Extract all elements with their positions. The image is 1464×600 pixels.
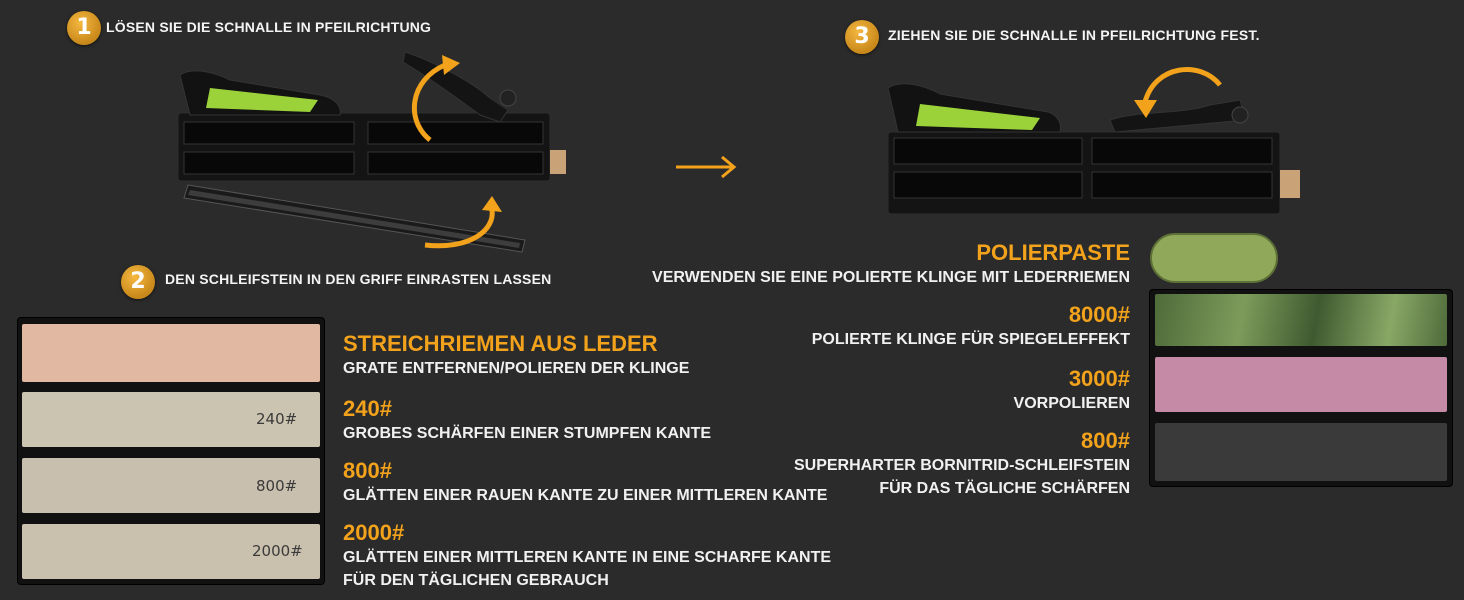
grit-800-cbn-desc-2: FÜR DAS TÄGLICHE SCHÄRFEN: [879, 480, 1130, 497]
leather-strop-title: STREICHRIEMEN AUS LEDER: [343, 331, 658, 356]
grit-240-block: 240# GROBES SCHÄRFEN EINER STUMPFEN KANT…: [343, 396, 711, 445]
stone-8000: [1155, 294, 1447, 346]
grit-8000-desc: POLIERTE KLINGE FÜR SPIEGELEFFEKT: [811, 331, 1130, 348]
grit-8000-title: 8000#: [1068, 302, 1130, 327]
grit-8000-block: 8000# POLIERTE KLINGE FÜR SPIEGELEFFEKT: [812, 302, 1130, 351]
stone-800-cbn: [1155, 423, 1447, 481]
polishing-paste-title: POLIERPASTE: [976, 240, 1130, 265]
grit-800-title: 800#: [343, 458, 392, 483]
grit-3000-desc: VORPOLIEREN: [1013, 395, 1130, 412]
stone-240-label: 240#: [256, 410, 298, 428]
polishing-paste-pill: [1150, 233, 1278, 283]
step-2-badge: 2: [121, 265, 155, 299]
stone-800-label: 800#: [256, 477, 298, 495]
grit-800-block: 800# GLÄTTEN EINER RAUEN KANTE ZU EINER …: [343, 458, 827, 507]
grit-800-desc: GLÄTTEN EINER RAUEN KANTE ZU EINER MITTL…: [343, 487, 828, 504]
leather-strop-desc: GRATE ENTFERNEN/POLIEREN DER KLINGE: [343, 360, 690, 377]
grit-800-cbn-desc-1: SUPERHARTER BORNITRID-SCHLEIFSTEIN: [793, 457, 1130, 474]
grit-800-cbn-title: 800#: [1081, 428, 1130, 453]
stone-2000: [22, 524, 320, 579]
grit-2000-block: 2000# GLÄTTEN EINER MITTLEREN KANTE IN E…: [343, 520, 831, 592]
stone-2000-label: 2000#: [252, 542, 303, 560]
grit-3000-block: 3000# VORPOLIEREN: [1014, 366, 1130, 415]
stone-240: [22, 392, 320, 447]
step-3-text: ZIEHEN SIE DIE SCHNALLE IN PFEILRICHTUNG…: [888, 27, 1260, 43]
polishing-paste-desc: VERWENDEN SIE EINE POLIERTE KLINGE MIT L…: [652, 269, 1130, 286]
grit-240-desc: GROBES SCHÄRFEN EINER STUMPFEN KANTE: [343, 425, 712, 442]
grit-2000-title: 2000#: [343, 520, 405, 545]
sharpener-open-illustration: [177, 51, 566, 253]
step-1-badge: 1: [67, 11, 101, 45]
polishing-paste-block: POLIERPASTE VERWENDEN SIE EINE POLIERTE …: [652, 240, 1130, 289]
left-stone-descriptions: STREICHRIEMEN AUS LEDER GRATE ENTFERNEN/…: [343, 331, 689, 380]
next-step-arrow-icon: [676, 155, 737, 179]
step-1-text: LÖSEN SIE DIE SCHNALLE IN PFEILRICHTUNG: [106, 19, 432, 35]
sharpener-closed-illustration: [887, 67, 1300, 215]
step-3-badge: 3: [845, 20, 879, 54]
grit-2000-desc-1: GLÄTTEN EINER MITTLEREN KANTE IN EINE SC…: [343, 549, 832, 566]
stone-800: [22, 458, 320, 513]
step-2-text: DEN SCHLEIFSTEIN IN DEN GRIFF EINRASTEN …: [165, 271, 552, 287]
grit-800-cbn-block: 800# SUPERHARTER BORNITRID-SCHLEIFSTEIN …: [794, 428, 1130, 500]
stone-3000: [1155, 357, 1447, 412]
leather-strop-stone: [22, 324, 320, 382]
grit-240-title: 240#: [343, 396, 392, 421]
grit-3000-title: 3000#: [1068, 366, 1130, 391]
grit-2000-desc-2: FÜR DEN TÄGLICHEN GEBRAUCH: [343, 572, 609, 589]
